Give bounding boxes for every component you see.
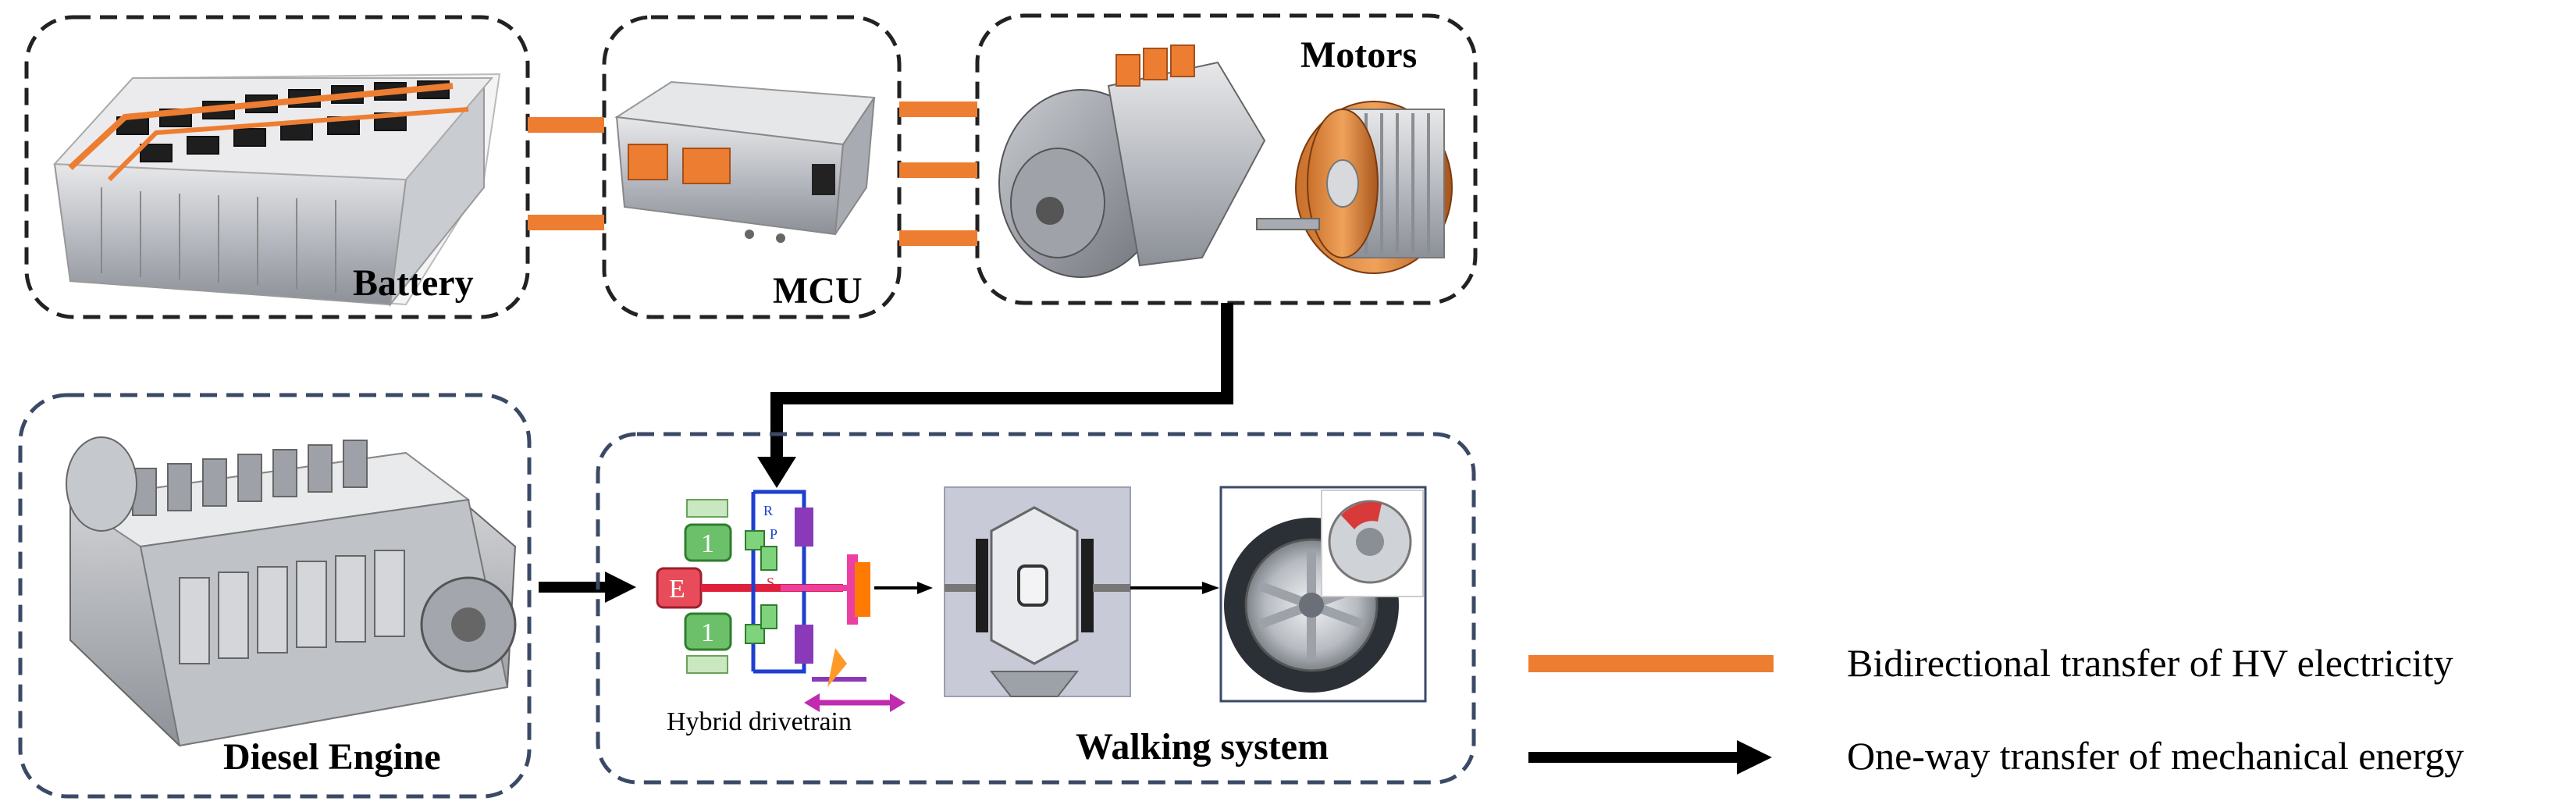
ring-label: R <box>763 503 773 518</box>
motor-inverter-image <box>998 45 1266 278</box>
diesel-engine-label: Diesel Engine <box>223 736 441 778</box>
wheel-brake-image <box>1219 486 1427 703</box>
motor-1-bottom-block <box>684 612 732 651</box>
hybrid-drivetrain-label: Hybrid drivetrain <box>667 707 852 736</box>
planet-label: P <box>770 526 777 542</box>
battery-image <box>52 73 501 308</box>
motor-stator-image <box>1256 101 1453 274</box>
legend: Bidirectional transfer of HV electricity… <box>1528 641 2464 778</box>
differential-image <box>944 486 1131 697</box>
hybrid-drivetrain-schematic: 1 1 E R P S <box>656 490 933 712</box>
mcu-node: MCU <box>602 15 902 319</box>
battery-box <box>24 15 530 319</box>
motor-1-top-block <box>684 523 732 562</box>
motors-node: Motors <box>975 13 1478 305</box>
motor-1-bottom-label: 1 <box>701 618 714 647</box>
motor-1-top-label: 1 <box>701 529 714 558</box>
diesel-engine-node: Diesel Engine <box>18 393 532 799</box>
engine-e-label: E <box>669 575 685 604</box>
battery-node: Battery <box>24 15 530 319</box>
mcu-label: MCU <box>773 270 863 312</box>
legend-electric-label: Bidirectional transfer of HV electricity <box>1847 641 2453 685</box>
mcu-image <box>614 80 876 243</box>
battery-label: Battery <box>353 262 474 304</box>
diesel-engine-box <box>18 393 532 799</box>
walking-system-label: Walking system <box>1076 726 1329 767</box>
electric-links <box>528 102 977 246</box>
sun-label: S <box>767 575 774 590</box>
motors-box <box>975 13 1478 305</box>
walking-system-node: 1 1 E R P S <box>596 432 1476 785</box>
legend-mechanical-arrowhead <box>1737 740 1772 775</box>
legend-mechanical-label: One-way transfer of mechanical energy <box>1847 734 2464 778</box>
diesel-engine-image <box>66 436 517 747</box>
mechanical-link-motors-drivetrain <box>757 303 1233 488</box>
motors-label: Motors <box>1300 34 1417 76</box>
walking-system-box <box>596 432 1476 785</box>
mechanical-link-engine-drivetrain <box>539 572 636 603</box>
